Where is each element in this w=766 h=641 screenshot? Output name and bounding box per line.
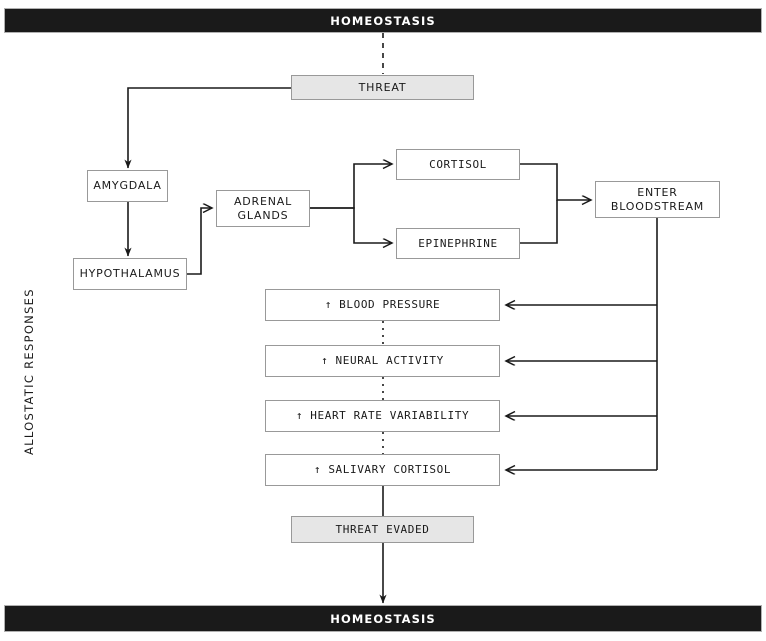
node-enter-bloodstream[interactable]: ENTER BLOODSTREAM [595, 181, 720, 218]
edge-adrenal-to-epinephrine [310, 207, 392, 243]
node-cortisol[interactable]: CORTISOL [396, 149, 520, 180]
node-heart-rate-variability[interactable]: ↑ HEART RATE VARIABILITY [265, 400, 500, 432]
edge-hypothalamus-to-adrenal [186, 208, 212, 275]
allostatic-responses-axis-label: ALLOSTATIC RESPONSES [22, 288, 36, 455]
node-threat-evaded-label: THREAT EVADED [335, 522, 430, 536]
node-salivary-cortisol-label: ↑ SALIVARY CORTISOL [313, 463, 452, 477]
node-neural-activity[interactable]: ↑ NEURAL ACTIVITY [265, 345, 500, 377]
homeostasis-bottom-label: HOMEOSTASIS [330, 611, 436, 626]
edge-epinephrine-to-bloodstream [520, 200, 558, 244]
node-adrenal-glands-line1: ADRENAL [233, 194, 293, 208]
node-threat-label: THREAT [358, 80, 407, 94]
node-blood-pressure-label: ↑ BLOOD PRESSURE [324, 298, 441, 312]
allostatic-responses-text: ALLOSTATIC RESPONSES [22, 288, 36, 455]
node-salivary-cortisol[interactable]: ↑ SALIVARY CORTISOL [265, 454, 500, 486]
node-cortisol-label: CORTISOL [429, 157, 487, 171]
node-heart-rate-variability-label: ↑ HEART RATE VARIABILITY [295, 409, 470, 423]
homeostasis-top-bar: HOMEOSTASIS [4, 8, 762, 33]
edge-cortisol-to-bloodstream [520, 163, 591, 200]
homeostasis-top-label: HOMEOSTASIS [330, 13, 436, 28]
node-adrenal-glands-line2: GLANDS [237, 208, 289, 222]
node-enter-bloodstream-line2: BLOODSTREAM [610, 199, 705, 213]
node-epinephrine-label: EPINEPHRINE [418, 236, 498, 250]
node-amygdala-label: AMYGDALA [93, 179, 162, 193]
node-enter-bloodstream-line1: ENTER [637, 185, 678, 199]
node-neural-activity-label: ↑ NEURAL ACTIVITY [321, 354, 444, 368]
node-hypothalamus[interactable]: HYPOTHALAMUS [73, 258, 187, 290]
edge-adrenal-to-cortisol [310, 164, 392, 209]
node-hypothalamus-label: HYPOTHALAMUS [79, 267, 181, 281]
node-amygdala[interactable]: AMYGDALA [87, 170, 168, 202]
node-adrenal-glands[interactable]: ADRENAL GLANDS [216, 190, 310, 227]
node-blood-pressure[interactable]: ↑ BLOOD PRESSURE [265, 289, 500, 321]
node-threat-evaded[interactable]: THREAT EVADED [291, 516, 474, 543]
node-threat[interactable]: THREAT [291, 75, 474, 100]
homeostasis-bottom-bar: HOMEOSTASIS [4, 605, 762, 632]
node-epinephrine[interactable]: EPINEPHRINE [396, 228, 520, 259]
edge-threat-to-amygdala [124, 87, 291, 169]
